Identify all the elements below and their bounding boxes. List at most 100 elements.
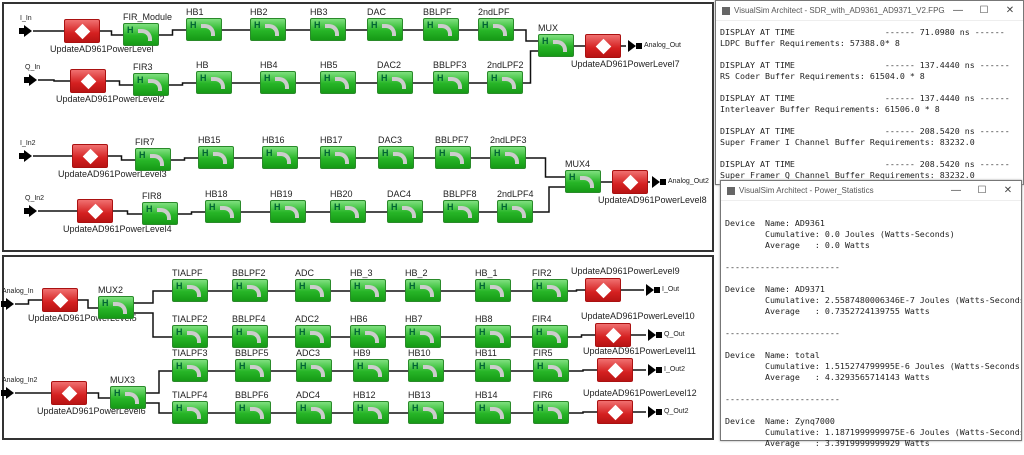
input-port-icon[interactable] [6, 298, 14, 310]
processing-block[interactable]: H [196, 71, 232, 94]
processing-block[interactable]: H [367, 18, 403, 41]
processing-block[interactable]: H [133, 73, 169, 96]
processing-block[interactable]: H [532, 325, 568, 348]
processing-block[interactable]: H [186, 18, 222, 41]
processing-block[interactable]: H [443, 200, 479, 223]
processing-block[interactable]: H [262, 146, 298, 169]
processing-block[interactable]: H [260, 71, 296, 94]
processing-block[interactable]: H [475, 325, 511, 348]
processing-block[interactable]: H [405, 325, 441, 348]
processing-block[interactable]: H [123, 23, 159, 46]
processing-block[interactable]: H [235, 359, 271, 382]
processing-block[interactable]: H [296, 359, 332, 382]
power-statistics-window[interactable]: VisualSim Architect - Power_Statistics —… [720, 180, 1022, 448]
processing-block[interactable]: H [408, 401, 444, 424]
processing-block[interactable]: H [350, 279, 386, 302]
processing-block[interactable]: H [330, 200, 366, 223]
input-port-icon[interactable] [24, 25, 32, 37]
output-port-icon[interactable] [646, 284, 654, 296]
processing-block[interactable]: H [475, 279, 511, 302]
output-port-icon[interactable] [648, 329, 656, 341]
input-port-icon[interactable] [6, 387, 14, 399]
wire [569, 411, 597, 414]
power-update-block[interactable] [64, 19, 100, 43]
processing-block[interactable]: H [405, 279, 441, 302]
processing-block[interactable]: H [565, 170, 601, 193]
processing-block[interactable]: H [320, 71, 356, 94]
processing-block[interactable]: H [295, 279, 331, 302]
input-port-icon[interactable] [29, 205, 37, 217]
processing-block[interactable]: H [172, 359, 208, 382]
processing-block[interactable]: H [487, 71, 523, 94]
processing-block[interactable]: H [497, 200, 533, 223]
processing-block[interactable]: H [172, 279, 208, 302]
block-type-icon-letter: H [412, 403, 419, 413]
power-update-block[interactable] [597, 358, 633, 382]
processing-block[interactable]: H [353, 401, 389, 424]
port-stub-icon [654, 287, 660, 293]
processing-block[interactable]: H [310, 18, 346, 41]
maximize-button[interactable]: ☐ [977, 185, 987, 196]
maximize-button[interactable]: ☐ [979, 5, 989, 16]
power-update-block[interactable] [72, 144, 108, 168]
power-update-block[interactable] [585, 278, 621, 302]
processing-block[interactable]: H [198, 146, 234, 169]
power-update-block[interactable] [51, 381, 87, 405]
input-port-icon[interactable] [24, 150, 32, 162]
output-port-icon[interactable] [648, 406, 656, 418]
power-update-block[interactable] [77, 199, 113, 223]
power-update-block[interactable] [595, 323, 631, 347]
close-button[interactable]: ✕ [1003, 185, 1013, 196]
close-button[interactable]: ✕ [1005, 5, 1015, 16]
processing-block[interactable]: H [532, 279, 568, 302]
processing-block[interactable]: H [433, 71, 469, 94]
processing-block[interactable]: H [353, 359, 389, 382]
processing-block[interactable]: H [377, 71, 413, 94]
output-port-icon[interactable] [652, 176, 660, 188]
processing-block[interactable]: H [270, 200, 306, 223]
title-bar[interactable]: VisualSim Architect - SDR_with_AD9361_AD… [716, 1, 1023, 21]
processing-block[interactable]: H [232, 279, 268, 302]
processing-block[interactable]: H [250, 18, 286, 41]
processing-block[interactable]: H [172, 401, 208, 424]
power-update-block[interactable] [70, 69, 106, 93]
output-port-icon[interactable] [628, 40, 636, 52]
processing-block[interactable]: H [320, 146, 356, 169]
title-bar[interactable]: VisualSim Architect - Power_Statistics —… [721, 181, 1021, 201]
port-stub-icon [656, 409, 662, 415]
processing-block[interactable]: H [533, 359, 569, 382]
console-window[interactable]: VisualSim Architect - SDR_with_AD9361_AD… [715, 0, 1024, 185]
processing-block[interactable]: H [435, 146, 471, 169]
console-line: Average : 0.7352724139755 Watts [725, 306, 930, 316]
minimize-button[interactable]: — [951, 185, 961, 196]
processing-block[interactable]: H [423, 18, 459, 41]
processing-block[interactable]: H [135, 148, 171, 171]
minimize-button[interactable]: — [953, 5, 963, 16]
processing-block[interactable]: H [232, 325, 268, 348]
input-port-icon[interactable] [29, 74, 37, 86]
processing-block[interactable]: H [378, 146, 414, 169]
processing-block[interactable]: H [205, 200, 241, 223]
power-update-block[interactable] [612, 170, 648, 194]
processing-block[interactable]: H [475, 359, 511, 382]
power-update-block[interactable] [42, 288, 78, 312]
processing-block[interactable]: H [475, 401, 511, 424]
processing-block[interactable]: H [538, 34, 574, 57]
processing-block[interactable]: H [235, 401, 271, 424]
processing-block[interactable]: H [478, 18, 514, 41]
processing-block[interactable]: H [172, 325, 208, 348]
processing-block[interactable]: H [98, 296, 134, 319]
processing-block[interactable]: H [296, 401, 332, 424]
processing-block[interactable]: H [295, 325, 331, 348]
power-update-block[interactable] [585, 34, 621, 58]
processing-block[interactable]: H [533, 401, 569, 424]
output-port-icon[interactable] [648, 364, 656, 376]
processing-block[interactable]: H [387, 200, 423, 223]
processing-block[interactable]: H [408, 359, 444, 382]
processing-block[interactable]: H [110, 386, 146, 409]
processing-block[interactable]: H [350, 325, 386, 348]
power-update-block[interactable] [597, 400, 633, 424]
processing-block[interactable]: H [142, 202, 178, 225]
processing-block[interactable]: H [490, 146, 526, 169]
